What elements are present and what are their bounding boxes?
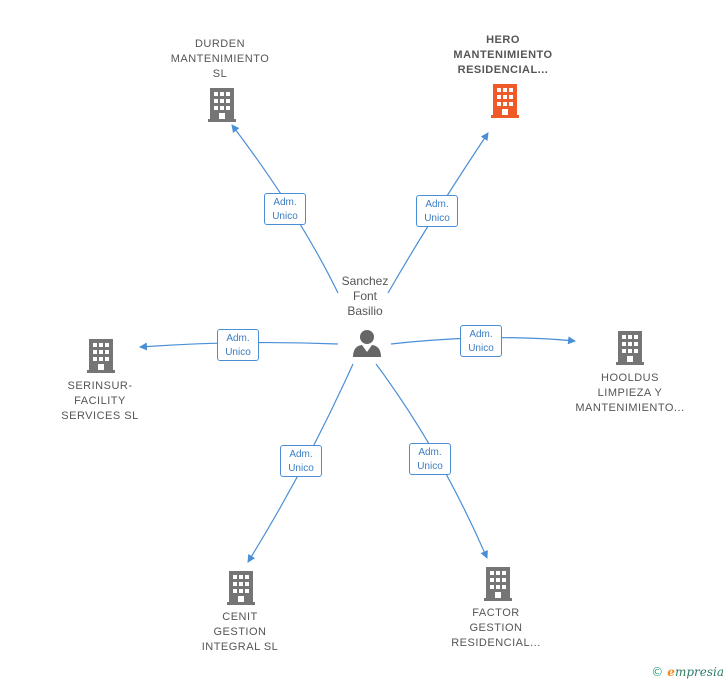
role-badge-durden: Adm. Unico [264, 193, 306, 225]
role-badge-hooldus: Adm. Unico [460, 325, 502, 357]
role-badge-line: Adm. [469, 329, 493, 340]
company-label-line: SL [212, 68, 228, 80]
company-label-line: MANTENIMIENTO [170, 53, 270, 65]
role-badge-line: Unico [225, 347, 251, 358]
person-name[interactable]: Sanchez Font Basilio [325, 274, 405, 319]
company-label-line: DURDEN [194, 38, 246, 50]
company-label-hero[interactable]: HERO MANTENIMIENTO RESIDENCIAL... [423, 33, 583, 78]
role-badge-line: Adm. [273, 197, 297, 208]
person-name-line: Sanchez [341, 274, 389, 288]
building-icon[interactable] [87, 339, 115, 373]
role-badge-hero: Adm. Unico [416, 195, 458, 227]
brand-name: mpresia [674, 665, 724, 679]
person-icon[interactable] [353, 330, 381, 357]
role-badge-line: Unico [417, 461, 443, 472]
company-label-hooldus[interactable]: HOOLDUS LIMPIEZA Y MANTENIMIENTO... [560, 371, 700, 416]
person-name-line: Font [352, 289, 377, 303]
brand-initial: e [667, 665, 675, 679]
role-badge-line: Unico [468, 343, 494, 354]
company-label-line: RESIDENCIAL... [457, 64, 549, 76]
role-badge-serinsur: Adm. Unico [217, 329, 259, 361]
role-badge-line: Unico [424, 213, 450, 224]
role-badge-line: Unico [272, 211, 298, 222]
building-icon[interactable] [227, 571, 255, 605]
company-label-line: FACTOR [472, 607, 520, 619]
company-label-line: CENIT [222, 611, 258, 623]
copyright-icon: © [651, 665, 664, 679]
company-label-line: MANTENIMIENTO [453, 49, 553, 61]
company-label-line: LIMPIEZA Y [597, 387, 663, 399]
company-label-line: GESTION [469, 622, 523, 634]
role-badge-line: Adm. [418, 447, 442, 458]
company-label-line: INTEGRAL SL [201, 641, 279, 653]
building-icon[interactable] [491, 84, 519, 118]
company-label-cenit[interactable]: CENIT GESTION INTEGRAL SL [170, 610, 310, 655]
company-label-line: SERVICES SL [61, 410, 139, 422]
company-label-line: HERO [486, 34, 520, 46]
role-badge-cenit: Adm. Unico [280, 445, 322, 477]
company-label-durden[interactable]: DURDEN MANTENIMIENTO SL [150, 37, 290, 82]
building-icon[interactable] [616, 331, 644, 365]
role-badge-line: Adm. [289, 449, 313, 460]
company-label-line: SERINSUR- [67, 380, 133, 392]
building-icon[interactable] [208, 88, 236, 122]
brand-logo: ©empresia [651, 665, 724, 679]
company-label-line: MANTENIMIENTO... [575, 402, 685, 414]
company-label-line: FACILITY [74, 395, 126, 407]
building-icon[interactable] [484, 567, 512, 601]
role-badge-factor: Adm. Unico [409, 443, 451, 475]
company-label-factor[interactable]: FACTOR GESTION RESIDENCIAL... [426, 606, 566, 651]
role-badge-line: Adm. [226, 333, 250, 344]
person-name-line: Basilio [347, 304, 383, 318]
company-label-line: RESIDENCIAL... [451, 637, 541, 649]
role-badge-line: Unico [288, 463, 314, 474]
company-label-line: GESTION [213, 626, 267, 638]
company-label-line: HOOLDUS [601, 372, 659, 384]
company-label-serinsur[interactable]: SERINSUR- FACILITY SERVICES SL [30, 379, 170, 424]
role-badge-line: Adm. [425, 199, 449, 210]
